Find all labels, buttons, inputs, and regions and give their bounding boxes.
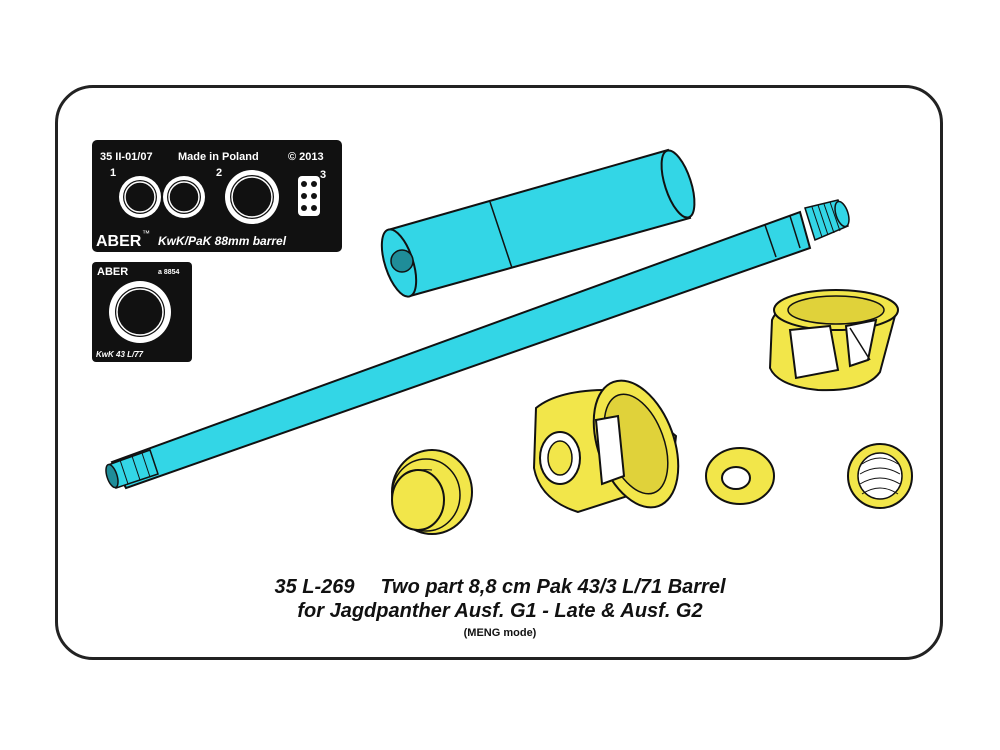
fret2-title: KwK 43 L/77 [96,350,144,359]
product-code: 35 L-269 [274,576,355,598]
caption-line-1: Two part 8,8 cm Pak 43/3 L/71 Barrel [380,576,726,598]
fret1-code: 35 II-01/07 [100,151,153,163]
caption-line-3: (MENG mode) [463,627,537,639]
barrel-muzzle-end [105,449,159,489]
barrel-bore [390,249,414,273]
fret1-num-1: 1 [110,167,116,179]
fret1-tm: ™ [142,229,150,238]
fret1-brand: ABER [96,233,142,250]
muzzle-brake-main [532,379,680,514]
fret1-copyright: © 2013 [288,151,324,163]
barrel-rear-section [380,148,696,298]
fret2-code: a 8854 [158,269,180,276]
photo-etch-fret-2: ABER a 8854 KwK 43 L/77 [92,262,192,362]
barrel-front-section [105,199,850,490]
fret1-num-2: 2 [216,167,222,179]
ring-collar [391,449,473,535]
photo-etch-fret-1: 35 II-01/07 Made in Poland © 2013 1 2 3 … [92,140,342,252]
barrel-thread [804,199,850,242]
fret2-brand: ABER [97,266,128,278]
washer-part [705,447,775,505]
small-part-3 [298,176,320,216]
caption-line-2: for Jagdpanther Ausf. G1 - Late & Ausf. … [297,600,703,622]
muzzle-brake-upright [768,289,899,392]
fret1-num-3: 3 [320,169,326,181]
fret1-made-in: Made in Poland [178,151,259,163]
fret1-title: KwK/PaK 88mm barrel [158,234,287,248]
threaded-ring [847,443,913,509]
product-caption: 35 L-269 Two part 8,8 cm Pak 43/3 L/71 Ba… [0,575,1000,641]
